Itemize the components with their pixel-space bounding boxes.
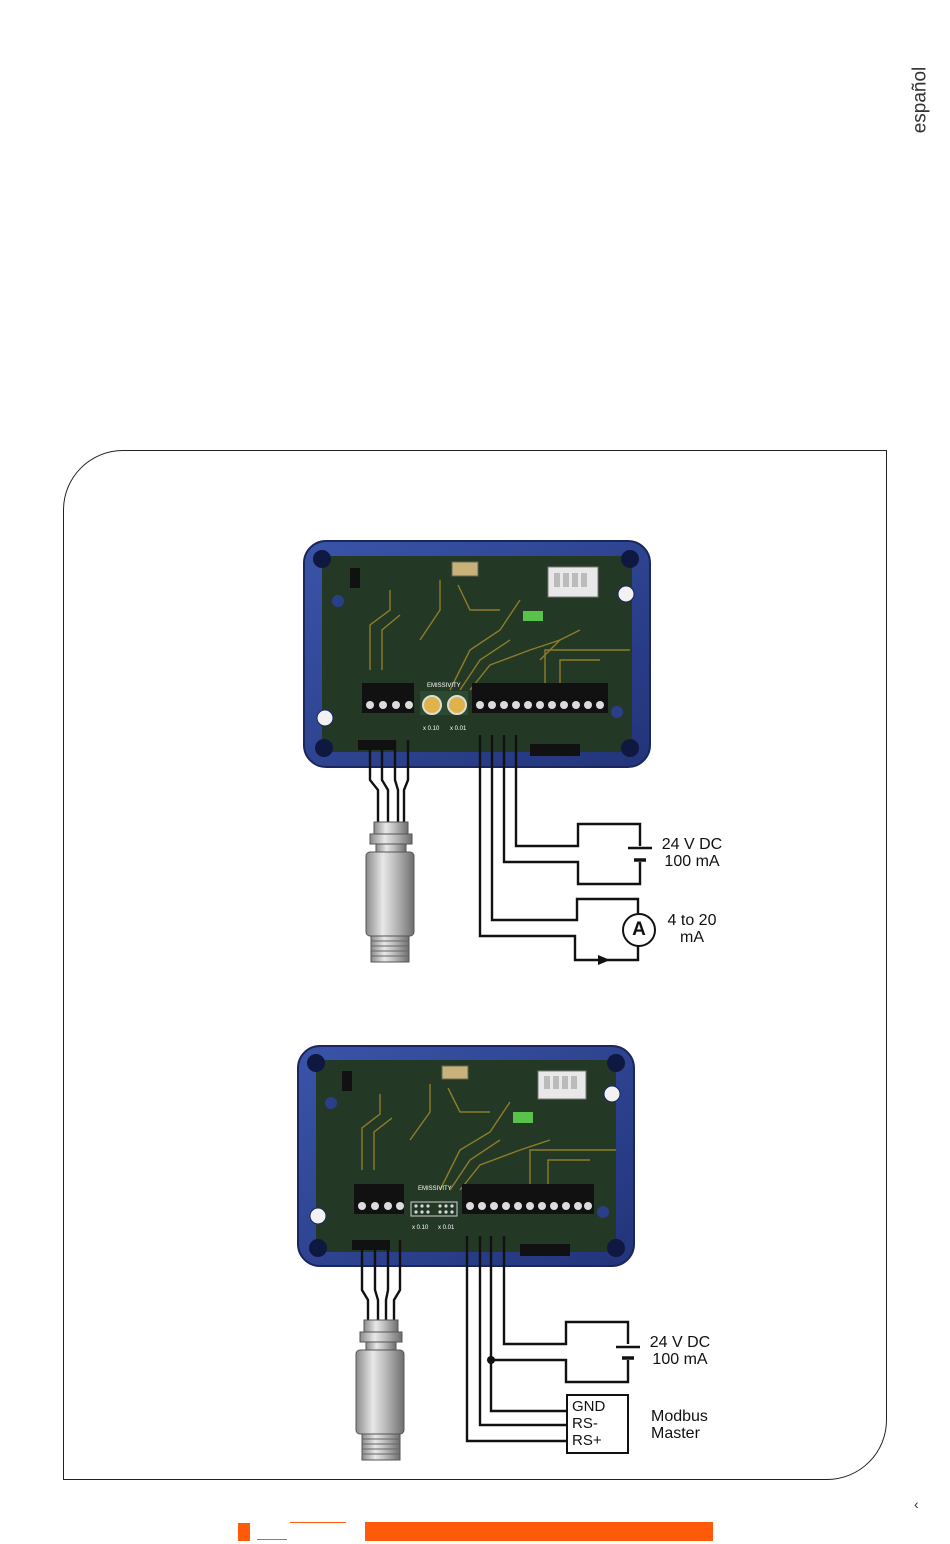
modbus-rs-plus: RS+	[572, 1432, 627, 1449]
bottom-gnd-junction	[487, 1356, 495, 1364]
bottom-x001-label: x 0.01	[438, 1225, 455, 1231]
top-device	[304, 541, 650, 767]
top-screw-hole-bl	[317, 710, 333, 726]
bottom-supply-current: 100 mA	[644, 1351, 716, 1368]
top-jumper	[350, 568, 360, 588]
ammeter-symbol: A	[622, 913, 656, 947]
bottom-emissivity-pins	[411, 1202, 457, 1216]
modbus-master-line2: Master	[651, 1425, 731, 1442]
bottom-device	[298, 1046, 634, 1266]
top-x010-label: x 0.10	[423, 726, 440, 732]
top-current-arrow	[598, 955, 610, 965]
modbus-master-line1: Modbus	[651, 1408, 731, 1425]
top-supply-voltage: 24 V DC	[656, 836, 728, 853]
bottom-supply-label: 24 V DC 100 mA	[644, 1334, 716, 1368]
top-supply-label: 24 V DC 100 mA	[656, 836, 728, 870]
ammeter-range-line1: 4 to 20	[660, 912, 724, 929]
page-number: ‹	[914, 1496, 919, 1512]
top-green-chip	[523, 611, 543, 621]
top-hole-br	[621, 739, 639, 757]
top-header-connector	[452, 562, 478, 576]
ammeter-range-label: 4 to 20 mA	[660, 912, 724, 946]
ammeter-range-line2: mA	[660, 929, 724, 946]
bottom-x010-label: x 0.10	[412, 1225, 429, 1231]
bottom-sensor	[356, 1320, 404, 1460]
top-sensor	[366, 822, 414, 962]
top-screw-hole-tr	[618, 586, 634, 602]
top-x001-label: x 0.01	[450, 726, 467, 732]
modbus-gnd: GND	[572, 1398, 627, 1415]
footer-accent-bar	[365, 1522, 713, 1541]
footer-accent-line-2	[290, 1522, 346, 1523]
top-emissivity-label: EMISSIVITY	[427, 683, 461, 689]
top-screw-tl	[332, 595, 344, 607]
top-dial-001	[448, 696, 466, 714]
bottom-emissivity-label: EMISSIVITY	[418, 1186, 452, 1192]
top-screw-br	[611, 706, 623, 718]
top-hole-bl	[315, 739, 333, 757]
modbus-master-terminal: GND RS- RS+	[566, 1394, 629, 1454]
modbus-rs-minus: RS-	[572, 1415, 627, 1432]
footer-accent-small	[238, 1523, 250, 1541]
top-dial-010	[423, 696, 441, 714]
modbus-master-label: Modbus Master	[651, 1408, 731, 1442]
footer-accent-line-1	[257, 1539, 287, 1540]
top-supply-current: 100 mA	[656, 853, 728, 870]
bottom-supply-voltage: 24 V DC	[644, 1334, 716, 1351]
top-hole-tr	[621, 550, 639, 568]
top-hole-tl	[313, 550, 331, 568]
